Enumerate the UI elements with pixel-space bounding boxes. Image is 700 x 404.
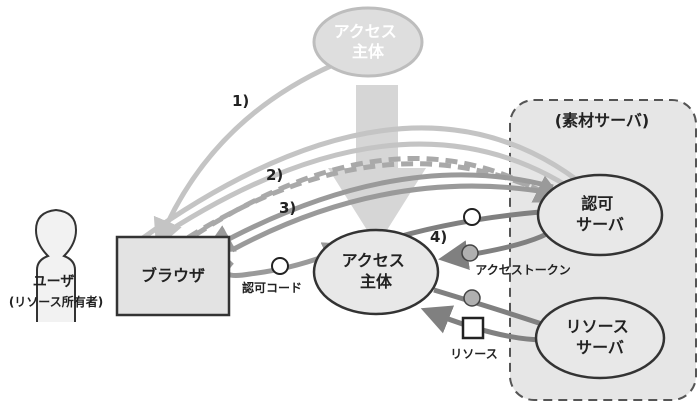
step1-arc-c [150, 141, 590, 245]
step2-arc-b [170, 161, 565, 251]
auth-server-label: 認可 サーバ [576, 194, 624, 234]
resource-token-square [461, 316, 485, 340]
resource-label: リソース [450, 347, 497, 361]
user-icon [34, 208, 78, 322]
step1-arc-b [138, 125, 600, 243]
access-token-circle [461, 244, 479, 262]
access-entity-label: アクセス 主体 [342, 251, 411, 291]
auth-code-label: 認可コード [242, 280, 302, 295]
step4-request-token [463, 208, 481, 226]
step1-arc-a [153, 62, 335, 250]
auth-group-label: (素材サーバ) [555, 111, 649, 130]
step3-arc-b [230, 183, 553, 253]
top-access-entity-node [312, 6, 424, 78]
user-figure [34, 208, 78, 322]
resource-request [433, 287, 546, 328]
browser-node [115, 235, 231, 317]
top-access-entity-label: アクセス 主体 [334, 22, 403, 61]
user-label: ユーザ (リソース所有者) [9, 274, 103, 309]
auth-server-node [536, 173, 664, 257]
step3-arc-a [203, 172, 554, 253]
access-token-label: アクセストークン [475, 263, 570, 277]
resource-request-token [463, 289, 481, 307]
access-entity-node [312, 228, 440, 316]
browser-label: ブラウザ [141, 266, 205, 285]
step2-label: 2) [266, 166, 283, 184]
resource-server-label: リソース サーバ [566, 317, 635, 357]
step1-label: 1) [232, 92, 249, 110]
resource-server-node [534, 296, 666, 380]
step4-label: 4) [430, 228, 447, 246]
auth-code-token [271, 257, 289, 275]
step3-label: 3) [279, 199, 296, 217]
